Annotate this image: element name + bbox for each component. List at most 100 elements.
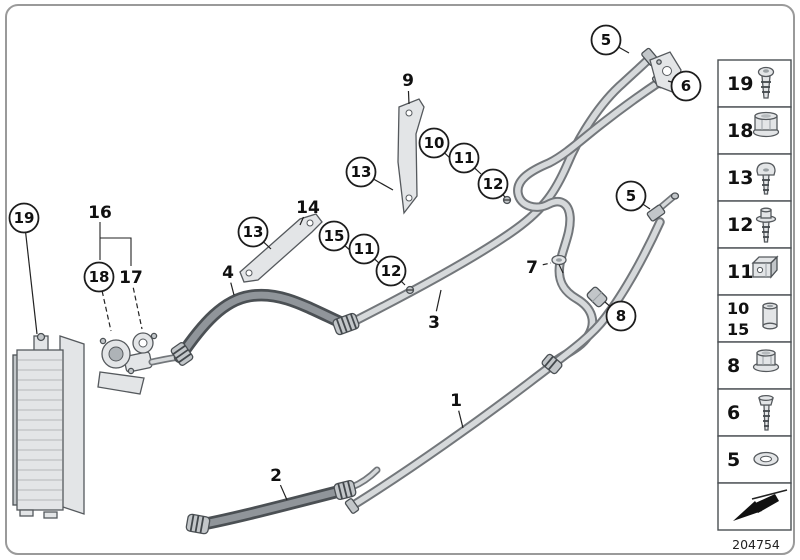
bracket-9: [397, 98, 425, 215]
callout-number: 18: [89, 268, 110, 286]
callout-11[interactable]: 11: [448, 142, 482, 175]
label-4[interactable]: 4: [222, 263, 235, 296]
legend-label: 11: [727, 261, 753, 283]
legend: 19 18 13: [717, 59, 792, 531]
legend-item-direction[interactable]: [717, 482, 792, 531]
legend-label: 13: [727, 167, 753, 189]
fitting-5-right: [646, 192, 680, 222]
callout-circle[interactable]: [8, 202, 40, 234]
callout-number: 17: [119, 268, 143, 288]
label-17[interactable]: 17: [119, 268, 143, 330]
bushing-icon: [762, 302, 778, 330]
callout-number: 12: [381, 262, 402, 280]
legend-label: 6: [727, 402, 740, 424]
label-7[interactable]: 7: [526, 258, 552, 278]
coupling-pipe3-hose4: [332, 312, 360, 336]
oil-cooler: [12, 332, 85, 519]
coupling-hose2-right: [333, 480, 357, 500]
legend-label: 5: [727, 449, 740, 471]
callout-circle[interactable]: [615, 180, 647, 212]
seal-ring-icon: [753, 451, 779, 467]
thermostat-valve: [97, 332, 184, 395]
callout-circle[interactable]: [477, 168, 509, 200]
drawing: [12, 47, 682, 535]
legend-item-12[interactable]: 12: [717, 200, 792, 249]
leader-line: [373, 178, 394, 191]
callout-10[interactable]: 10: [418, 127, 453, 161]
callout-13[interactable]: 13: [237, 216, 272, 250]
legend-item-10-15[interactable]: 10 15: [717, 294, 792, 343]
callout-19[interactable]: 19: [8, 202, 40, 335]
legend-item-11[interactable]: 11: [717, 247, 792, 296]
callout-number: 19: [14, 209, 35, 227]
callout-15[interactable]: 15: [318, 220, 353, 253]
callout-circle[interactable]: [345, 156, 377, 188]
figure-number: 204754: [732, 537, 780, 552]
flange-nut-icon: [752, 111, 780, 138]
hex-bolt-icon: [758, 394, 774, 431]
legend-label: 8: [727, 355, 740, 377]
callout-circle[interactable]: [318, 220, 350, 252]
callout-circle[interactable]: [590, 24, 622, 56]
label-9[interactable]: 9: [402, 71, 414, 105]
callout-5[interactable]: 5: [615, 180, 651, 212]
callout-circle[interactable]: [375, 255, 407, 287]
legend-item-8[interactable]: 8: [717, 341, 792, 390]
clamp-8: [586, 286, 608, 308]
callout-circle[interactable]: [448, 142, 480, 174]
cooler-bolt: [36, 332, 46, 342]
callout-number: 5: [601, 31, 611, 49]
callout-12[interactable]: 12: [375, 255, 407, 287]
callout-circle[interactable]: [418, 127, 450, 159]
callout-number: 13: [243, 223, 264, 241]
torx-screw-icon: [757, 66, 775, 99]
clip-icon: [751, 255, 779, 279]
callout-6[interactable]: 6: [667, 70, 702, 102]
callout-5[interactable]: 5: [590, 24, 630, 56]
leader-line: [263, 241, 272, 250]
legend-label: 19: [727, 73, 753, 95]
callout-12[interactable]: 12: [477, 168, 509, 200]
screw-upper: [502, 195, 512, 205]
legend-item-6[interactable]: 6: [717, 388, 792, 437]
callout-18[interactable]: 18: [83, 261, 115, 332]
coupling-hose4-left: [170, 342, 194, 366]
callout-8[interactable]: 8: [604, 300, 637, 332]
label-14[interactable]: 14: [296, 198, 320, 226]
leader-line: [604, 301, 611, 307]
washer-screw-icon: [755, 207, 777, 243]
leader-line: [279, 484, 288, 501]
callout-circle[interactable]: [237, 216, 269, 248]
label-1[interactable]: 1: [450, 391, 464, 429]
callout-circle[interactable]: [670, 70, 702, 102]
leader-line: [435, 289, 442, 312]
fitting-pipe1-left: [344, 498, 360, 514]
page-frame: [5, 4, 795, 555]
label-16[interactable]: 16: [88, 203, 112, 223]
coupling-pipe-upper-end: [541, 353, 563, 375]
label-2[interactable]: 2: [270, 466, 288, 501]
callout-connector-lines: [99, 222, 132, 266]
pan-head-screw-icon: [756, 162, 776, 195]
legend-item-18[interactable]: 18: [717, 106, 792, 155]
leader-line: [458, 410, 464, 429]
callout-number: 3: [428, 313, 440, 333]
callout-number: 11: [354, 240, 375, 258]
legend-item-13[interactable]: 13: [717, 153, 792, 202]
callout-circle[interactable]: [348, 233, 380, 265]
leader-line: [101, 291, 112, 332]
flange-nut-large-icon: [752, 349, 780, 373]
callout-number: 8: [616, 307, 626, 325]
callout-11[interactable]: 11: [348, 233, 382, 266]
callout-13[interactable]: 13: [345, 156, 394, 191]
callout-number: 7: [526, 258, 538, 278]
callout-number: 14: [296, 198, 320, 218]
legend-item-5[interactable]: 5: [717, 435, 792, 484]
label-3[interactable]: 3: [428, 289, 442, 333]
callout-circle[interactable]: [605, 300, 637, 332]
callout-circle[interactable]: [83, 261, 115, 293]
coupling-hose2-left: [185, 513, 211, 535]
legend-item-19[interactable]: 19: [717, 59, 792, 108]
